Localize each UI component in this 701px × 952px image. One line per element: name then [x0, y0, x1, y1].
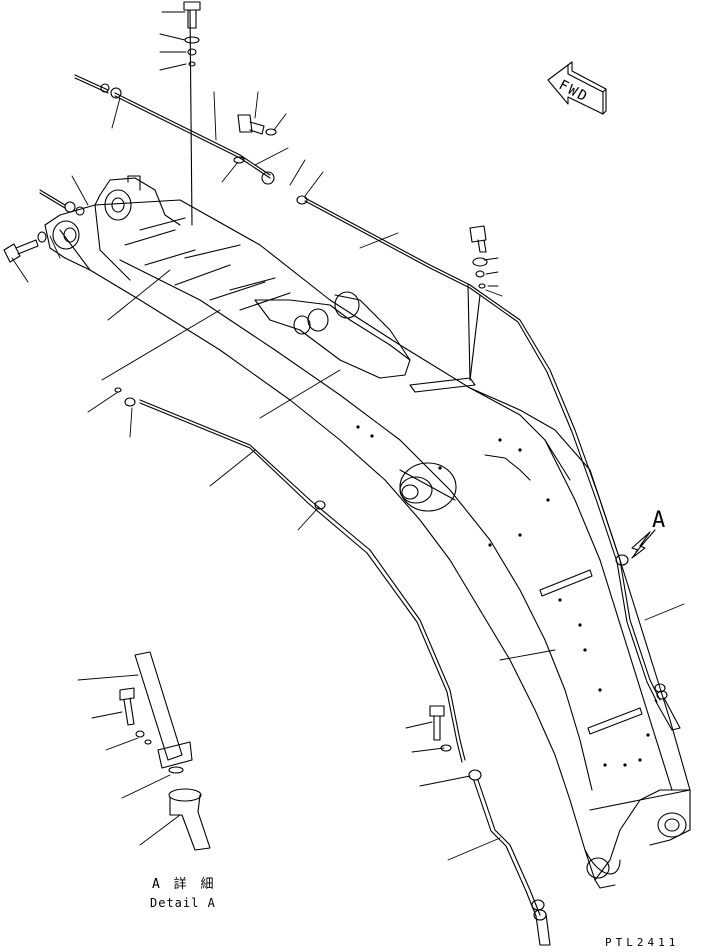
- detail-a-view: [119, 651, 211, 851]
- detail-caption-japanese: A 詳 細: [152, 877, 217, 892]
- grease-piping: [114, 9, 681, 946]
- foot-pin-hole: [657, 812, 687, 838]
- view-a-label: A: [652, 508, 666, 533]
- foot-lower-hole: [586, 857, 610, 879]
- leader-lines: [11, 11, 685, 861]
- bolts-and-washers: [3, 1, 488, 752]
- boom-structure: [44, 175, 691, 889]
- view-a-arrow-icon: [631, 529, 656, 559]
- arm-pin-boss-upper: [104, 189, 132, 221]
- arm-pin-boss-lower: [52, 220, 80, 250]
- drawing-number: PTL2411: [605, 936, 680, 949]
- detail-caption-english: Detail A: [150, 896, 216, 910]
- forward-arrow-icon: [547, 61, 607, 115]
